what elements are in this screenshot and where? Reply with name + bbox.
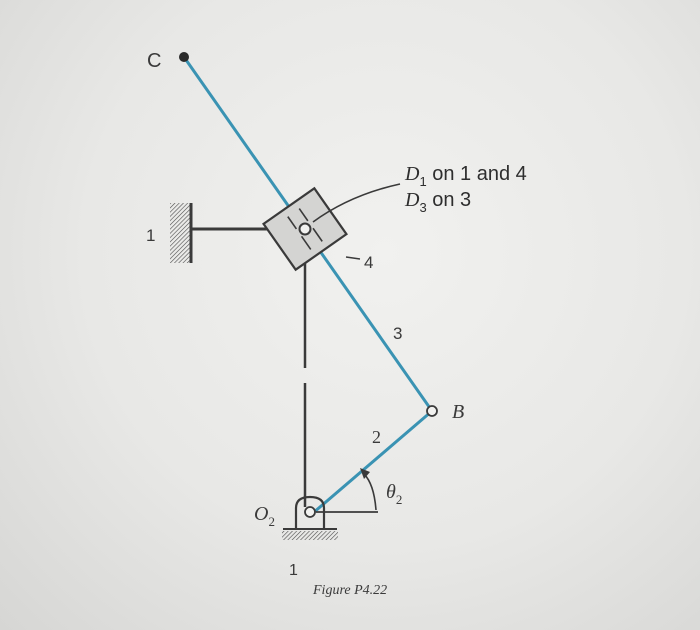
label-link2: 2: [372, 427, 381, 447]
angle-arc: [363, 473, 377, 511]
ground-hatch-left: [170, 203, 190, 263]
label-link4: 4: [364, 253, 373, 272]
label4-leader: [345, 256, 361, 260]
annotation-line2: D3 on 3: [404, 189, 471, 215]
label-b: B: [452, 401, 464, 423]
label-link3: 3: [393, 324, 402, 343]
label-ground-left: 1: [146, 226, 155, 245]
label-c: C: [147, 50, 161, 72]
link2-line: [312, 409, 433, 515]
label-theta2: θ2: [386, 481, 402, 507]
label-o2: O2: [254, 503, 275, 529]
ground-pivot-o2: [282, 495, 338, 540]
annotation-leader: [312, 183, 401, 223]
label-ground-bottom: 1: [289, 562, 298, 579]
point-c: [179, 52, 189, 62]
figure-caption: Figure P4.22: [312, 583, 387, 598]
angle-arrow-icon: [360, 468, 370, 479]
pin-d: [298, 222, 312, 236]
pin-b: [426, 405, 438, 417]
annotation-line1: D1 on 1 and 4: [404, 163, 527, 189]
